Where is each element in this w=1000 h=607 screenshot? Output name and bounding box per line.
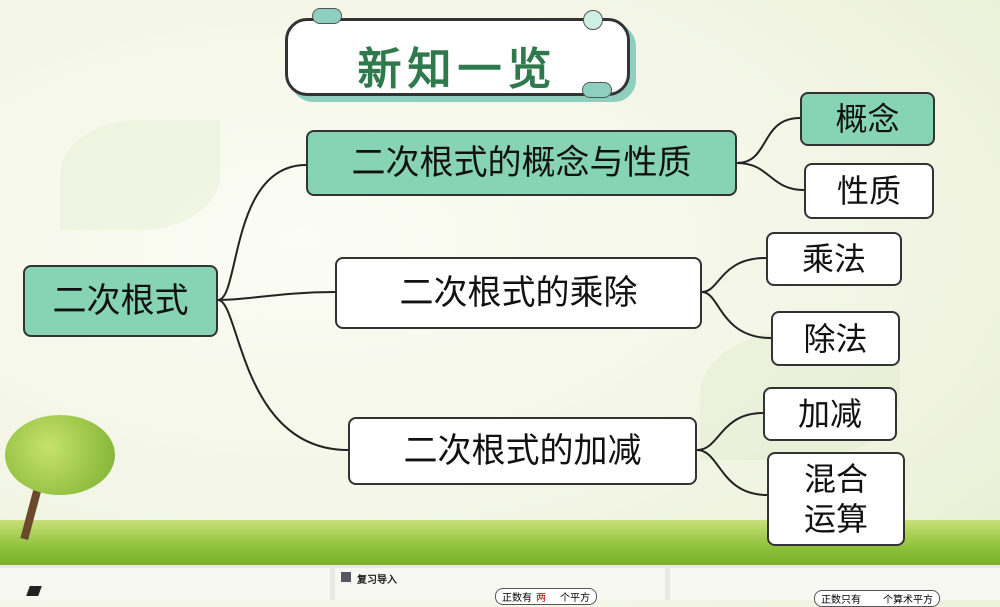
leaf-add-subtract[interactable]: 加减 [763,387,897,441]
thumb-text-1: 正数有两 个平方 [495,588,597,605]
text: 正数只有 [821,595,861,606]
branch-add-subtract[interactable]: 二次根式的加减 [348,417,697,485]
text: 个平方 [560,593,590,604]
leaf-mixed-operations[interactable]: 混合运算 [767,452,905,546]
background-leaf [60,120,220,230]
page-title: 新知一览 [357,44,558,95]
answer: 两 [536,593,546,604]
cloud-icon [312,8,342,24]
leaf-multiplication[interactable]: 乘法 [766,232,902,286]
thumb-text-2: 正数只有 个算术平方 [814,590,940,607]
tree-decoration [5,415,115,495]
graduation-cap-icon [26,586,42,596]
leaf-properties[interactable]: 性质 [804,163,934,219]
text: 正数有 [502,593,532,604]
cloud-icon [582,82,612,98]
leaf-division[interactable]: 除法 [771,311,900,366]
slide-thumbnail[interactable] [0,568,330,600]
book-icon [341,572,351,582]
review-label: 复习导入 [357,575,397,586]
slide-thumbnail[interactable]: 复习导入 正数有两 个平方 [335,568,665,605]
leaf-concept[interactable]: 概念 [800,92,935,146]
root-node[interactable]: 二次根式 [23,265,218,337]
title-banner: 新知一览 [285,18,630,96]
text: 个算术平方 [883,595,933,606]
branch-multiply-divide[interactable]: 二次根式的乘除 [335,257,702,329]
sun-icon [583,10,603,30]
branch-concept-properties[interactable]: 二次根式的概念与性质 [306,130,737,196]
slide-thumbnail[interactable]: 正数只有 个算术平方 [670,568,1000,607]
